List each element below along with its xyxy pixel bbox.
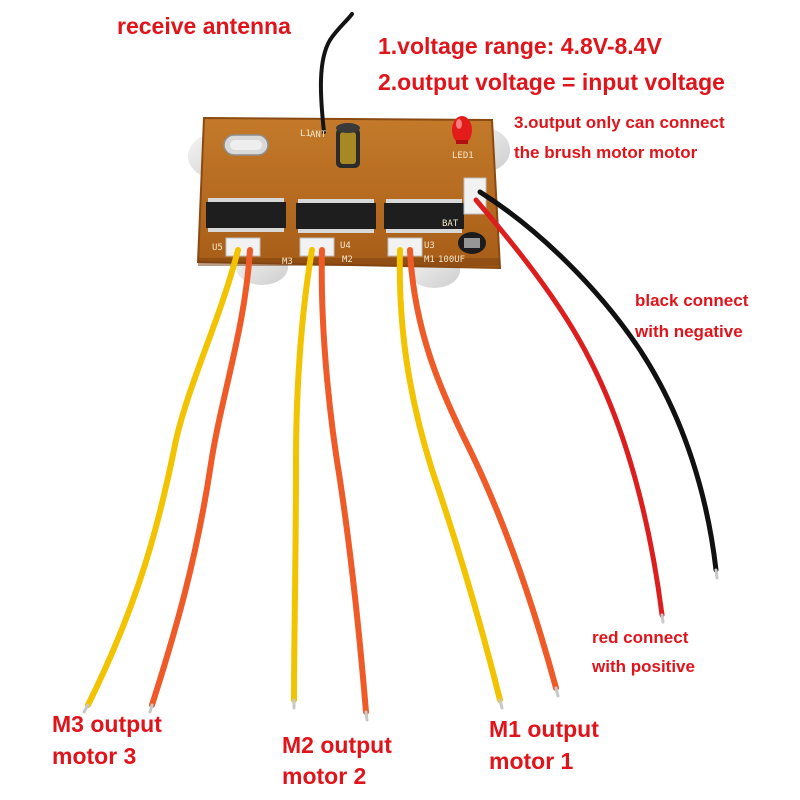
wire-tip (714, 568, 719, 580)
spec-voltage-range: 1.voltage range: 4.8V-8.4V (378, 33, 662, 59)
wire-tips (82, 568, 719, 722)
m2-yellow-wire (291, 247, 315, 703)
silk-u3: U3 (424, 241, 435, 251)
silk-bat: BAT (442, 219, 459, 229)
silk-led: LED1 (452, 151, 474, 161)
spec-output-voltage: 2.output voltage = input voltage (378, 69, 725, 95)
connector-m3 (225, 237, 261, 257)
red-power-wire (473, 197, 665, 618)
silk-l1: L1 (300, 129, 311, 139)
black-power-wire (477, 189, 719, 573)
spec-brush-motor-line2: the brush motor motor (514, 143, 698, 162)
silk-m2: M2 (342, 255, 353, 265)
wire-tip (148, 703, 154, 714)
m2-label-line1: M2 output (282, 732, 392, 758)
electrolytic-capacitor-icon (458, 232, 486, 254)
wire-tip (364, 710, 369, 722)
red-wire-label-line1: red connect (592, 628, 689, 647)
dip-ic-chip-icon (384, 199, 464, 233)
connector-m1 (387, 237, 423, 257)
m3-label-line1: M3 output (52, 711, 162, 737)
m3-yellow-wire (85, 247, 241, 708)
silk-u4: U4 (340, 241, 351, 251)
red-led-icon (452, 116, 472, 144)
silkscreen: L1 ANT LED1 U5 U4 U3 M3 M2 M1 100UF BAT (212, 129, 474, 267)
spec-brush-motor-line1: 3.output only can connect (514, 113, 725, 132)
m1-label-line1: M1 output (489, 716, 599, 742)
silk-u5: U5 (212, 243, 223, 253)
dip-ic-chip-icon (206, 198, 286, 232)
power-wires (473, 189, 719, 618)
connector-m2 (299, 237, 335, 257)
wire-tip (554, 686, 560, 698)
m1-orange-wire (407, 247, 559, 691)
pcb-shadow-strip (198, 258, 500, 266)
antenna-wire (318, 12, 354, 134)
red-wire-label-line2: with positive (592, 657, 695, 676)
wire-tip (498, 698, 504, 710)
crystal-oscillator-icon (223, 134, 269, 156)
silk-ant: ANT (310, 130, 327, 140)
dip-ic-chip-icon (296, 199, 376, 233)
m3-orange-wire (149, 247, 253, 708)
silk-cap: 100UF (438, 255, 465, 265)
antenna-label: receive antenna (117, 13, 291, 39)
electrolytic-capacitor-icon (336, 123, 360, 168)
silk-m1: M1 (424, 255, 435, 265)
silk-m3: M3 (282, 257, 293, 267)
black-wire-label-line1: black connect (635, 291, 749, 310)
m2-orange-wire (318, 247, 369, 715)
m3-label-line2: motor 3 (52, 743, 137, 769)
wire-tip (660, 613, 665, 624)
m2-label-line2: motor 2 (282, 763, 367, 789)
m1-yellow-wire (396, 247, 503, 703)
m1-label-line2: motor 1 (489, 748, 574, 774)
motor-wires (85, 247, 559, 715)
black-wire-label-line2: with negative (635, 322, 743, 341)
wire-tip (82, 703, 90, 714)
